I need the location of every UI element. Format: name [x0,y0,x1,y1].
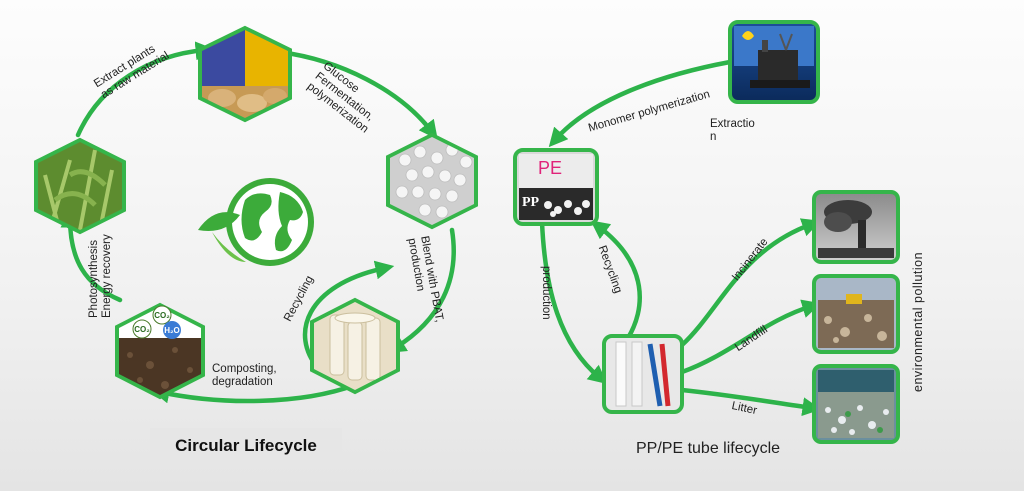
pellets-hexagon [386,132,478,230]
arrow-pellets-to-tubes [386,227,456,353]
litter-image [812,364,900,444]
arrow-incinerate [679,218,821,348]
arrow-oil-to-pe [548,59,733,148]
arrow-tubes-to-soil [150,382,358,404]
label-photosynthesis: Photosynthesis Energy recovery [88,234,113,318]
landfill-image [812,274,900,354]
green-globe-icon [198,178,314,266]
badge-h2o: H₂O [164,326,180,335]
plants-hexagon [34,137,126,235]
pe-tile-label: PE [538,158,562,178]
oil-rig-image [728,20,820,104]
soil-badges: CO₂ CO₂ H₂O [132,305,181,339]
arrow-landfill [679,299,822,375]
incineration-image [812,190,900,264]
pp-tile-label: PP [522,195,540,210]
tubes-hexagon [310,297,400,395]
label-composting: Composting, degradation [212,363,277,388]
left-title-background [150,428,342,464]
corn-potato-hexagon [198,25,292,123]
label-production: production [540,266,552,320]
arrow-tube-recycling [590,220,642,341]
pp-pe-tube-lifecycle-title: PP/PE tube lifecycle [636,440,781,457]
label-environmental-pollution: environmental pollution [911,251,925,392]
circular-lifecycle-title: Circular Lifecycle [175,436,317,455]
badge-co2-left: CO₂ [134,325,150,334]
arrow-corn-to-pellets [277,49,438,140]
arrow-plants-to-corn [75,41,215,138]
badge-co2-top: CO₂ [154,311,170,320]
pp-pe-tubes-image [602,334,684,414]
pe-pp-image: PE PP [513,148,599,226]
label-extraction: Extractio n [710,118,755,143]
arrow-soil-to-plants [60,208,123,303]
arrow-pe-to-tube [539,219,608,385]
linear-arrows [539,59,822,417]
arrow-litter [679,387,822,417]
